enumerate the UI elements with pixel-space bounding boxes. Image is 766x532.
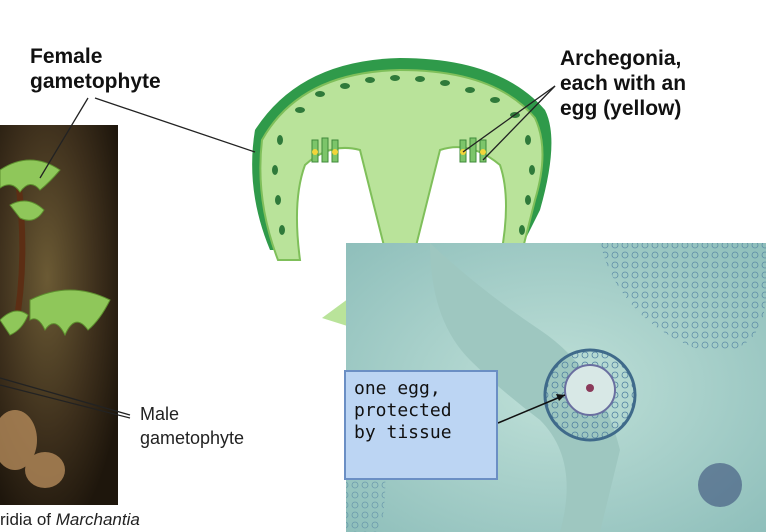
archegonia-label-line1: Archegonia,	[560, 47, 682, 70]
figure-caption: ridia of Marchantia	[0, 510, 140, 530]
female-label-line2: gametophyte	[30, 70, 161, 93]
male-label-line1: Male	[140, 404, 180, 424]
caption-genus: Marchantia	[55, 510, 140, 529]
archegonia-label-line3: egg (yellow)	[560, 97, 682, 120]
female-label-line1: Female	[30, 45, 103, 68]
callout-line2: protected	[354, 400, 452, 421]
male-label-line2: gametophyte	[140, 428, 245, 448]
callout-line1: one egg,	[354, 378, 441, 399]
callout-line3: by tissue	[354, 422, 452, 443]
archegonia-label-line2: each with an	[560, 72, 687, 95]
male-gametophyte-label: Male gametophyte	[140, 402, 244, 450]
archegonia-label: Archegonia, each with an egg (yellow)	[560, 46, 686, 121]
female-gametophyte-label: Female gametophyte	[30, 44, 161, 94]
caption-prefix: ridia of	[0, 510, 56, 529]
egg-callout-box: one egg, protected by tissue	[344, 370, 498, 480]
